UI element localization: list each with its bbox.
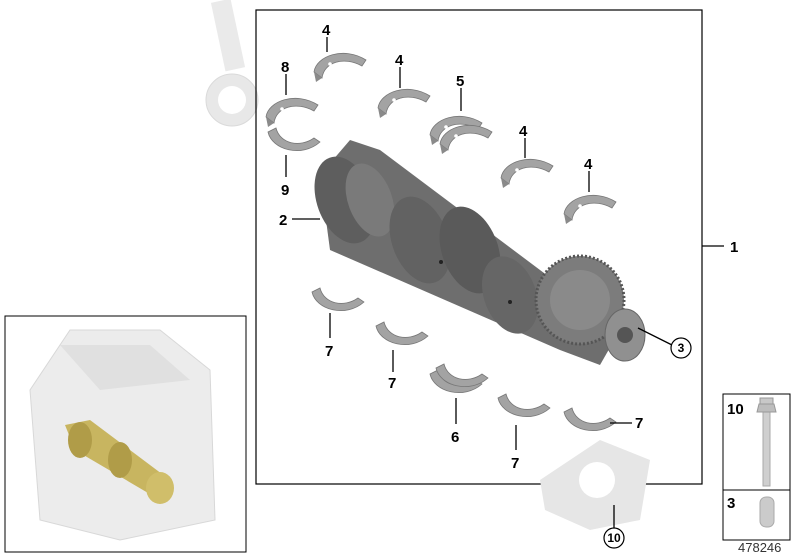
main-assembly-frame [255,9,703,485]
callout-10[interactable]: 10 [607,531,621,545]
ghost-connecting-rod [205,0,259,127]
callout-4[interactable]: 4 [322,22,331,39]
legend-number: 10 [727,401,744,418]
callout-circle [670,337,692,359]
diagram-number: 478246 [738,540,781,555]
bearing-shell-7[interactable] [311,287,365,312]
engine-overview-inset [4,315,247,553]
conrod-bearing-8-9[interactable] [265,97,321,152]
callout-1[interactable]: 1 [730,239,738,256]
callout-7[interactable]: 7 [511,455,519,472]
crankshaft[interactable] [303,140,646,365]
legend-item-bolt[interactable]: 10 [727,397,777,487]
parts-legend-box: 10 3 [722,393,791,541]
callout-4[interactable]: 4 [395,52,404,69]
callout-8[interactable]: 8 [281,59,289,76]
bearing-shell-4[interactable] [377,88,431,119]
callout-4[interactable]: 4 [584,156,593,173]
bearing-shell-4[interactable] [500,158,554,189]
callout-7[interactable]: 7 [325,343,333,360]
callout-9[interactable]: 9 [281,182,289,199]
bearing-shell-7[interactable] [497,393,551,418]
bearing-shell-7[interactable] [563,407,617,432]
legend-number: 3 [727,495,735,512]
thrust-bearing-5[interactable] [429,115,493,155]
bearing-shell-7[interactable] [375,321,429,346]
legend-item-dowel-pin[interactable]: 3 [727,495,775,528]
callout-2[interactable]: 2 [279,212,287,229]
callout-7[interactable]: 7 [388,375,396,392]
bearing-shell-4[interactable] [563,194,617,225]
callout-6[interactable]: 6 [451,429,459,446]
highlighted-crankshaft [65,420,174,504]
callout-circle [603,527,625,549]
callout-5[interactable]: 5 [456,73,464,90]
bearing-shell-4[interactable] [313,52,367,83]
callout-3[interactable]: 3 [678,341,685,355]
callout-4[interactable]: 4 [519,123,528,140]
ghost-bearing-cap [540,440,650,530]
callout-7[interactable]: 7 [635,415,643,432]
thrust-bearing-6[interactable] [429,363,489,394]
